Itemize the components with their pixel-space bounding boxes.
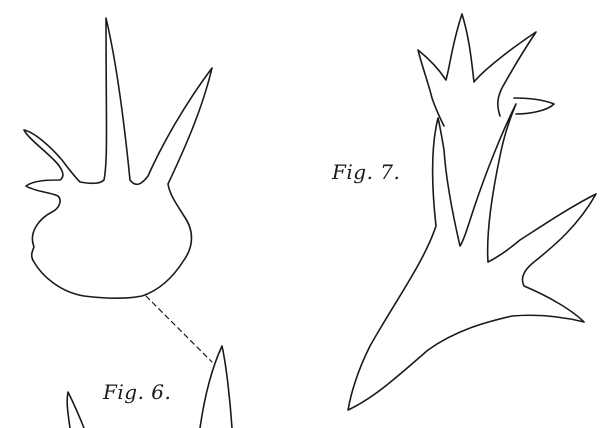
fig6-lower-specimen (200, 346, 232, 428)
fig6-lower-spine (67, 392, 84, 428)
fig7-caption: Fig. 7. (332, 160, 400, 184)
fig6-caption: Fig. 6. (103, 380, 171, 404)
fig7-lower-specimen (348, 104, 596, 410)
fig6-upper-specimen (24, 18, 212, 298)
fig7-side-appendage (514, 98, 554, 114)
fig6-connector-dashed-line (146, 296, 212, 362)
fig7-upper-crown (418, 14, 536, 116)
fig7-crown-base-left (432, 98, 444, 126)
